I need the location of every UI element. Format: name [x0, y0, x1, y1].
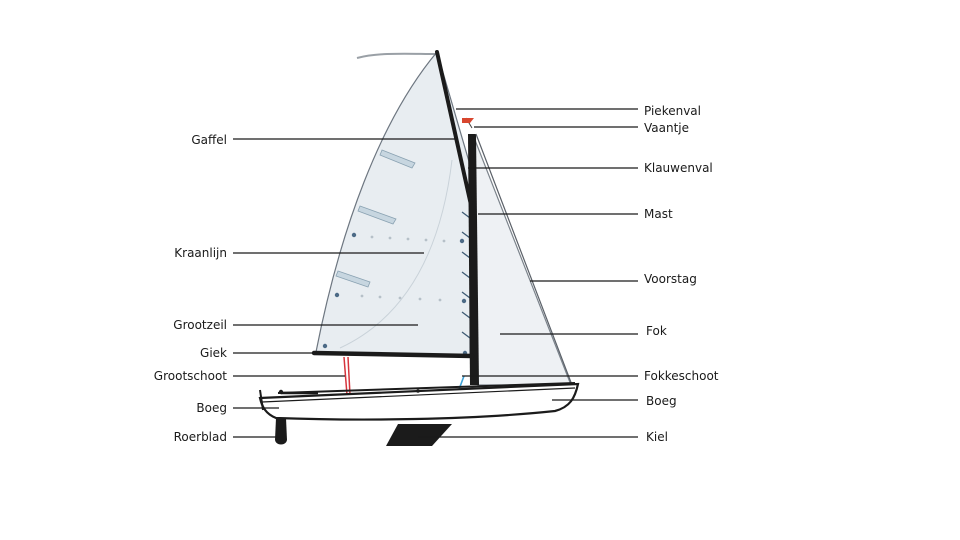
label-voorstag: Voorstag — [644, 272, 697, 286]
label-grootschoot: Grootschoot — [154, 369, 227, 383]
transom — [259, 389, 264, 411]
mainsheet — [343, 356, 351, 396]
label-kiel: Kiel — [646, 430, 668, 444]
rudder-blade — [275, 418, 287, 445]
right-leaders — [418, 108, 638, 438]
label-klauwenval: Klauwenval — [644, 161, 713, 175]
label-boeg-left: Boeg — [196, 401, 227, 415]
label-vaantje: Vaantje — [644, 121, 689, 135]
label-giek: Giek — [200, 346, 227, 360]
battens — [335, 149, 416, 288]
tiller-knob — [278, 389, 284, 395]
keel — [386, 424, 452, 446]
gunwale — [261, 387, 576, 403]
cleat — [416, 389, 420, 393]
label-mast: Mast — [644, 207, 673, 221]
label-fok: Fok — [646, 324, 667, 338]
batten-1 — [379, 149, 416, 169]
reef-cringles — [322, 232, 468, 356]
mast-lacing — [461, 211, 471, 339]
label-gaffel: Gaffel — [191, 133, 227, 147]
batten-3 — [335, 270, 371, 288]
forestay — [475, 133, 573, 386]
pennant — [462, 118, 474, 123]
right-labels: Piekenval Vaantje Klauwenval Mast Voorst… — [644, 104, 719, 444]
label-fokkeschoot: Fokkeschoot — [644, 369, 719, 383]
gaff-top-rope — [356, 52, 438, 59]
jib — [474, 139, 572, 386]
label-boeg-right: Boeg — [646, 394, 677, 408]
gaff — [435, 50, 473, 207]
label-roerblad: Roerblad — [174, 430, 227, 444]
reef-points — [360, 235, 446, 302]
label-grootzeil: Grootzeil — [173, 318, 227, 332]
label-piekenval: Piekenval — [644, 104, 701, 118]
batten-2 — [357, 205, 397, 225]
hull — [258, 382, 580, 421]
label-kraanlijn: Kraanlijn — [174, 246, 227, 260]
left-labels: Gaffel Kraanlijn Grootzeil Giek Grootsch… — [154, 133, 227, 444]
left-leaders — [233, 138, 455, 438]
deck-line — [277, 382, 576, 394]
mainsail-seam — [339, 159, 453, 349]
